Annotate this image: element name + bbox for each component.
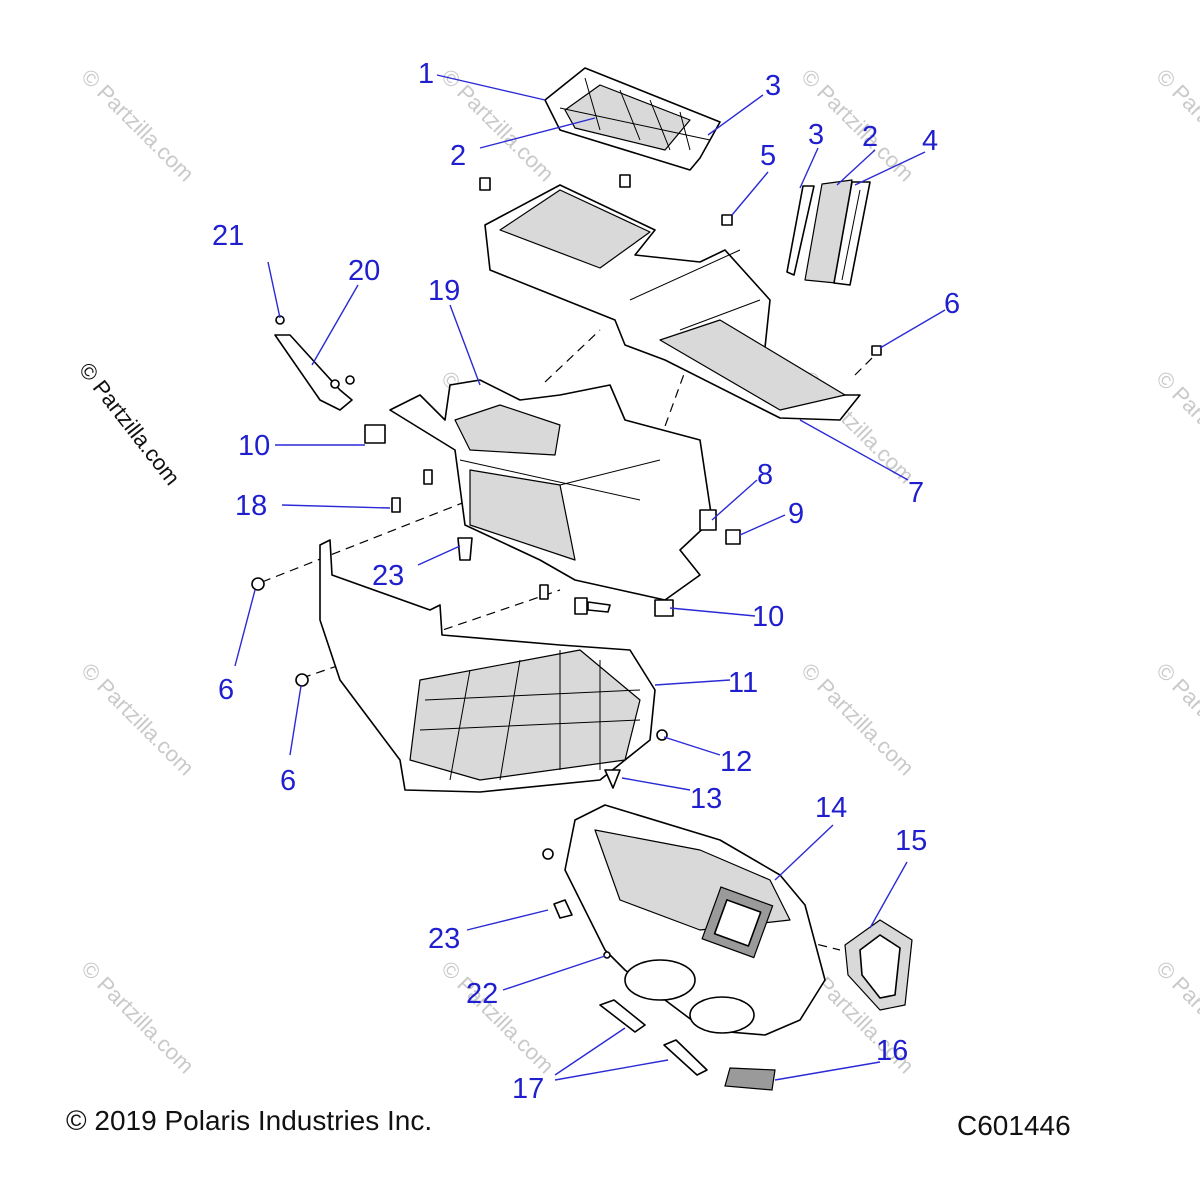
copyright-text: © 2019 Polaris Industries Inc. — [66, 1105, 433, 1136]
upper-air-duct — [484, 184, 861, 421]
callout-label: 4 — [922, 125, 938, 157]
watermark: © Partzilla.com — [76, 64, 199, 187]
callout-label: 3 — [808, 119, 824, 151]
callout-label: 17 — [512, 1073, 544, 1105]
callout-label: 2 — [450, 140, 466, 172]
callout-label: 13 — [690, 783, 722, 815]
callout-label: 21 — [212, 220, 244, 252]
callout-label: 8 — [757, 459, 773, 491]
top-fasteners — [479, 174, 882, 356]
callout-label: 6 — [944, 288, 960, 320]
watermark: © Partzilla.com — [1151, 658, 1200, 781]
top-screen-frame — [544, 67, 721, 171]
filter-strips — [786, 179, 871, 286]
callout-label: 10 — [752, 601, 784, 633]
bracket-20 — [274, 315, 355, 411]
callout-label: 3 — [765, 70, 781, 102]
callout-label: 6 — [280, 765, 296, 797]
diagram-code: C601446 — [957, 1110, 1071, 1141]
callout-numbers: 1 2 3 3 2 4 5 21 20 19 6 10 18 8 9 7 23 … — [212, 58, 960, 1105]
callout-label: 1 — [418, 58, 434, 90]
watermark: © Partzilla.com — [76, 658, 199, 781]
clamps-17 — [599, 999, 708, 1076]
watermark: © Partzilla.com — [76, 956, 199, 1079]
airbox-14 — [542, 804, 826, 1036]
watermark: © Partzilla.com — [1151, 64, 1200, 187]
callout-label: 11 — [728, 667, 758, 699]
watermark: © Partzilla.com — [436, 956, 559, 1079]
lower-duct-11 — [251, 539, 668, 793]
label-16 — [724, 1067, 776, 1091]
callout-label: 6 — [218, 674, 234, 706]
intake-housing-19 — [364, 379, 741, 617]
callout-label: 16 — [876, 1035, 908, 1067]
callout-label: 18 — [235, 490, 267, 522]
callout-label: 10 — [238, 430, 270, 462]
callout-label: 7 — [908, 477, 924, 509]
callout-label: 15 — [895, 825, 927, 857]
callout-label: 23 — [372, 560, 404, 592]
side-watermark: © Partzilla.com — [74, 358, 185, 490]
callout-label: 20 — [348, 255, 380, 287]
callout-label: 22 — [466, 978, 498, 1010]
callout-label: 19 — [428, 275, 460, 307]
callout-label: 2 — [862, 121, 878, 153]
leader-lines — [234, 74, 946, 1081]
watermark: © Partzilla.com — [1151, 956, 1200, 1079]
callout-label: 5 — [760, 140, 776, 172]
seal-15 — [844, 919, 913, 1011]
watermark: © Partzilla.com — [1151, 366, 1200, 489]
watermark: © Partzilla.com — [796, 658, 919, 781]
callout-label: 23 — [428, 923, 460, 955]
callout-label: 9 — [788, 498, 804, 530]
callout-label: 12 — [720, 746, 752, 778]
callout-label: 14 — [815, 792, 847, 824]
